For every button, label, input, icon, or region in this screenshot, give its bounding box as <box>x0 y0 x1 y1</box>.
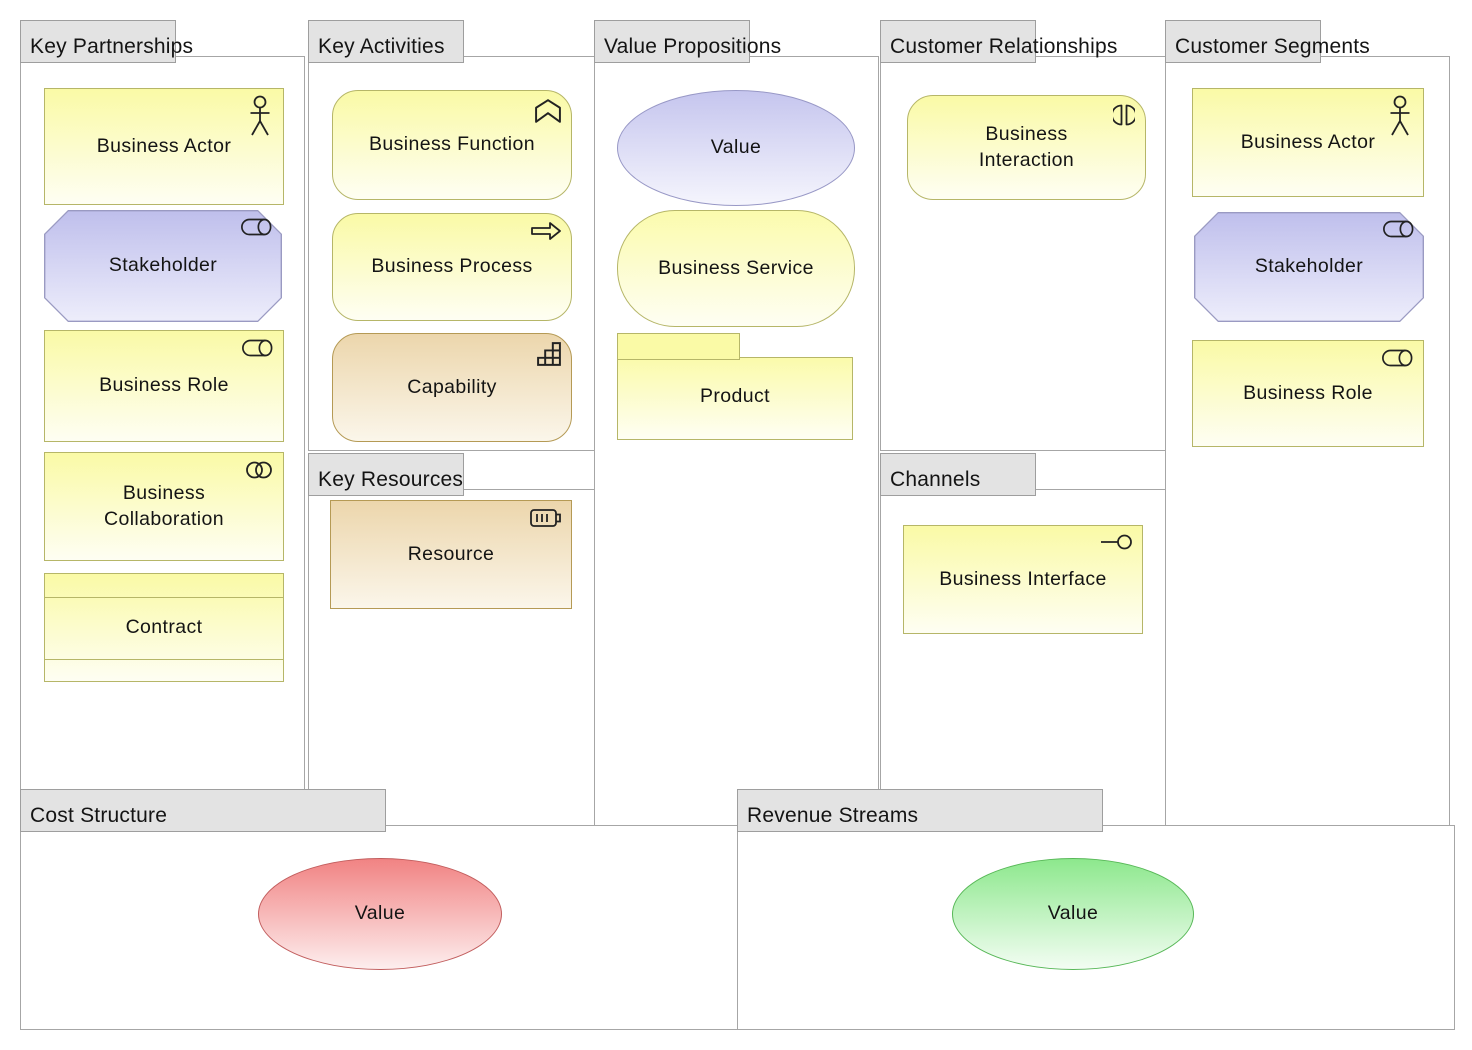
tab-key-resources[interactable]: Key Resources <box>308 453 464 496</box>
tab-label: Customer Relationships <box>890 35 1118 58</box>
role-icon <box>1382 220 1414 238</box>
tab-label: Channels <box>890 468 981 491</box>
tab-label: Key Activities <box>318 35 445 58</box>
node-label: Value <box>354 902 406 925</box>
capability-icon <box>537 342 561 366</box>
contract-bottom-band <box>45 659 283 660</box>
business-collaboration-node[interactable]: Business Collaboration <box>44 452 284 561</box>
business-actor-node[interactable]: Business Actor <box>44 88 284 205</box>
contract-top-band <box>45 597 283 598</box>
contract-node[interactable]: Contract <box>44 573 284 682</box>
tab-label: Revenue Streams <box>747 804 919 827</box>
interaction-icon <box>1113 104 1135 126</box>
node-label: Resource <box>407 542 495 565</box>
business-process-node[interactable]: Business Process <box>332 213 572 321</box>
node-label: Business Actor <box>96 134 232 157</box>
node-label: Business Role <box>99 374 229 397</box>
product-tab <box>617 333 740 360</box>
product-node[interactable]: Product <box>617 333 853 440</box>
actor-icon <box>1389 95 1411 137</box>
node-label: Capability <box>407 375 497 398</box>
tab-key-partnerships[interactable]: Key Partnerships <box>20 20 193 63</box>
tab-label: Value Propositions <box>604 35 782 58</box>
tab-channels[interactable]: Channels <box>880 453 1036 496</box>
node-label: Stakeholder <box>108 254 218 277</box>
value-node[interactable]: Value <box>617 90 855 206</box>
process-icon <box>531 222 561 240</box>
role-icon <box>241 339 273 357</box>
stakeholder-node[interactable]: Stakeholder <box>1194 212 1424 322</box>
business-service-node[interactable]: Business Service <box>617 210 855 327</box>
revenue-value-node[interactable]: Value <box>952 858 1194 970</box>
node-label: Business Role <box>1243 381 1373 404</box>
collaboration-icon <box>245 461 273 479</box>
tab-label: Customer Segments <box>1175 35 1370 58</box>
business-function-node[interactable]: Business Function <box>332 90 572 200</box>
tab-value-propositions[interactable]: Value Propositions <box>594 20 781 63</box>
product-body <box>617 357 853 440</box>
role-icon <box>1381 349 1413 367</box>
node-label: Business Service <box>658 256 814 279</box>
node-label: Business Interaction <box>978 123 1075 171</box>
node-label: Contract <box>125 615 203 638</box>
node-label: Business Actor <box>1240 130 1376 153</box>
tab-label: Key Resources <box>318 468 464 491</box>
node-label: Value <box>710 136 762 159</box>
business-interaction-node[interactable]: Business Interaction <box>907 95 1146 200</box>
resource-node[interactable]: Resource <box>330 500 572 609</box>
function-icon <box>535 99 561 123</box>
role-icon <box>240 218 272 236</box>
node-label: Business Process <box>371 255 533 278</box>
octagon-fill <box>45 211 280 320</box>
node-label: Business Interface <box>939 567 1107 590</box>
node-label: Product <box>700 384 770 407</box>
business-interface-node[interactable]: Business Interface <box>903 525 1143 634</box>
stakeholder-node[interactable]: Stakeholder <box>44 210 282 322</box>
resource-icon <box>530 509 561 527</box>
node-label: Business Function <box>369 133 535 156</box>
tab-label: Cost Structure <box>30 804 168 827</box>
actor-icon <box>249 95 271 137</box>
business-role-node[interactable]: Business Role <box>44 330 284 442</box>
tab-revenue-streams[interactable]: Revenue Streams <box>737 789 1103 832</box>
tab-key-activities[interactable]: Key Activities <box>308 20 464 63</box>
capability-node[interactable]: Capability <box>332 333 572 442</box>
interface-icon <box>1100 534 1132 550</box>
tab-label: Key Partnerships <box>30 35 194 58</box>
node-label: Stakeholder <box>1254 255 1364 278</box>
node-label: Value <box>1047 902 1099 925</box>
tab-cost-structure[interactable]: Cost Structure <box>20 789 386 832</box>
business-role-node[interactable]: Business Role <box>1192 340 1424 447</box>
business-actor-node[interactable]: Business Actor <box>1192 88 1424 197</box>
cost-value-node[interactable]: Value <box>258 858 502 970</box>
node-label: Business Collaboration <box>104 482 224 530</box>
tab-customer-relationships[interactable]: Customer Relationships <box>880 20 1117 63</box>
tab-customer-segments[interactable]: Customer Segments <box>1165 20 1370 63</box>
